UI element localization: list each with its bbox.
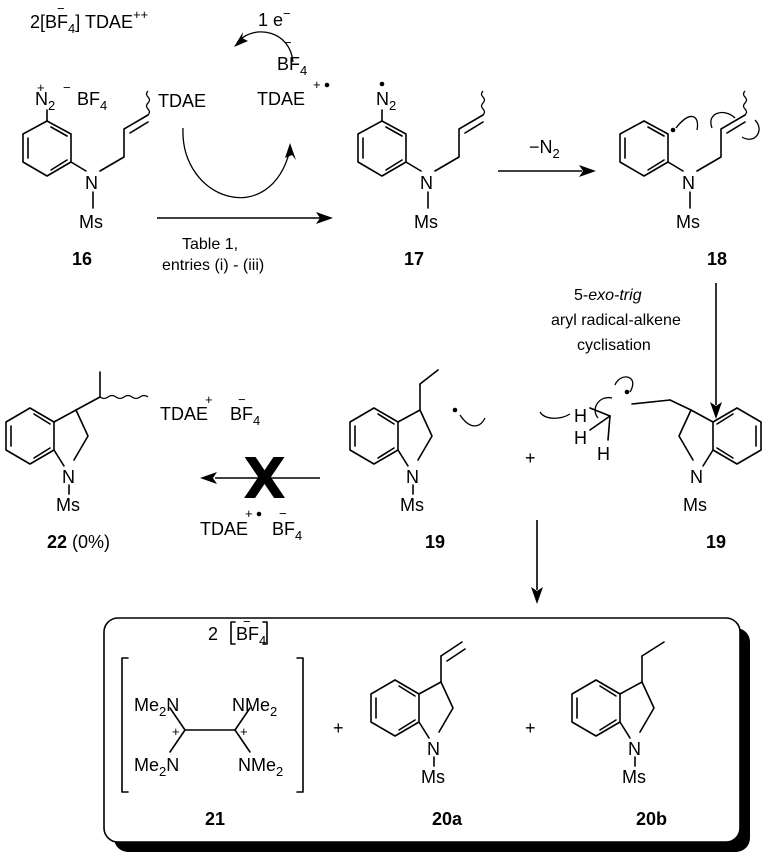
c16-bond-n	[70, 161, 87, 172]
c20b-number: 20b	[636, 809, 667, 829]
conditions-line2: entries (i) - (iii)	[162, 257, 264, 274]
box-plus-2: +	[525, 718, 536, 738]
arrow-17-18	[498, 165, 596, 177]
radical-cation-dot	[324, 82, 330, 88]
compound-19-right: H H H N Ms 19	[539, 376, 762, 552]
arrow-18-19	[710, 283, 722, 419]
c18-number: 18	[707, 249, 727, 269]
c21-bf4: BF4	[236, 624, 266, 648]
c20a-n: N	[427, 739, 440, 759]
blocked-bf4-minus: −	[279, 506, 287, 521]
blocked-bf4: BF4	[272, 519, 302, 543]
c19a-n: N	[406, 467, 419, 487]
middle-plus: +	[525, 448, 536, 468]
c21-charge-left: +	[172, 724, 180, 739]
c19a-number: 19	[425, 532, 445, 552]
radical-bf4: BF4	[277, 54, 307, 78]
c21-number: 21	[205, 809, 225, 829]
c17-n2: N2	[376, 89, 396, 113]
arrow-blocked: X	[200, 447, 320, 512]
reagent-tdae-radical-cation: TDAE	[257, 89, 305, 109]
c17-number: 17	[404, 249, 424, 269]
compound-21: 2 BF4 − Me2N NMe2 Me2N NMe2 + + 21	[121, 614, 304, 829]
reagent-one-electron: 1 e−	[258, 6, 291, 30]
c16-n2-plus: +	[37, 80, 45, 95]
c20a-ms: Ms	[421, 767, 445, 787]
c16-n: N	[85, 173, 98, 193]
dication-bf4-minus: −	[57, 1, 65, 16]
products-box	[103, 617, 750, 852]
cross-mark: X	[243, 447, 286, 512]
c22-ms: Ms	[56, 495, 80, 515]
c19b-h2: H	[574, 428, 587, 448]
c16-allyl-db	[129, 121, 149, 134]
radical-bf4-minus: −	[284, 35, 292, 50]
c21-me2n-bottom: Me2N	[134, 755, 179, 779]
c16-ms: Ms	[79, 212, 103, 232]
arrow-to-products	[531, 520, 543, 604]
c20b-n: N	[628, 739, 641, 759]
c19b-h3: H	[597, 444, 610, 464]
c16-wavy	[145, 90, 151, 116]
step-label-line3: cyclisation	[577, 337, 651, 354]
c17-n: N	[420, 173, 433, 193]
radical-cation-plus: +	[313, 77, 321, 92]
arrow-16-17	[157, 31, 333, 224]
loss-of-n2: −N2	[529, 137, 560, 161]
c18-n: N	[682, 173, 695, 193]
blocked-tdae: TDAE	[200, 519, 248, 539]
c20b-ms: Ms	[622, 767, 646, 787]
compound-19-left: N Ms 19	[349, 369, 486, 552]
c21-two-bf4: 2	[208, 624, 218, 644]
reagent-tdae-dication: 2[BF4] TDAE++	[30, 7, 148, 36]
c22-bf4-minus: −	[238, 392, 246, 407]
c16-ring-db2	[50, 126, 68, 137]
c21-charge-right: +	[240, 724, 248, 739]
compound-18: N Ms 18	[619, 90, 760, 269]
c19b-h1: H	[574, 406, 587, 426]
c21-nme2-bottom: NMe2	[238, 755, 283, 779]
c16-bf4: BF4	[77, 89, 107, 113]
c19b-ms: Ms	[683, 495, 707, 515]
c22-bf4: BF4	[230, 404, 260, 428]
c21-me2n-top: Me2N	[134, 695, 179, 719]
compound-20b: N Ms 20b	[571, 641, 667, 829]
compound-20a: N Ms 20a	[370, 641, 466, 829]
c16-allyl	[99, 114, 149, 172]
c21-nme2-top: NMe2	[232, 695, 277, 719]
compound-22: TDAE + − BF4 N Ms 22 (0%)	[5, 371, 260, 552]
c19a-ms: Ms	[400, 495, 424, 515]
box-plus-1: +	[333, 718, 344, 738]
c22-tdae: TDAE	[160, 404, 208, 424]
blocked-tdae-plus: +	[245, 506, 253, 521]
c19b-number: 19	[706, 532, 726, 552]
c22-n: N	[62, 467, 75, 487]
c16-n2: N2	[35, 89, 55, 113]
reagent-tdae: TDAE	[158, 91, 206, 111]
step-label-line2: aryl radical-alkene	[551, 312, 681, 329]
c22-tdae-plus: +	[205, 392, 213, 407]
c22-label: 22 (0%)	[47, 532, 110, 552]
c19b-n: N	[690, 467, 703, 487]
conditions-line1: Table 1,	[182, 236, 238, 253]
step-label-line1: 5-exo-trig	[574, 287, 642, 304]
c16-ring-db3	[50, 159, 68, 171]
c16-ring	[22, 120, 72, 177]
c16-number: 16	[72, 249, 92, 269]
blocked-tdae-dot	[256, 511, 262, 517]
c21-bf4-minus: −	[243, 614, 251, 629]
c17-ms: Ms	[414, 212, 438, 232]
c16-bf4-minus: −	[63, 80, 71, 95]
c18-ms: Ms	[676, 212, 700, 232]
c20a-number: 20a	[432, 809, 463, 829]
c17-radical-dot	[379, 81, 385, 87]
compound-16: N2 + BF4 − N Ms 16	[22, 80, 151, 269]
compound-17: N2 N Ms 17	[357, 81, 486, 269]
